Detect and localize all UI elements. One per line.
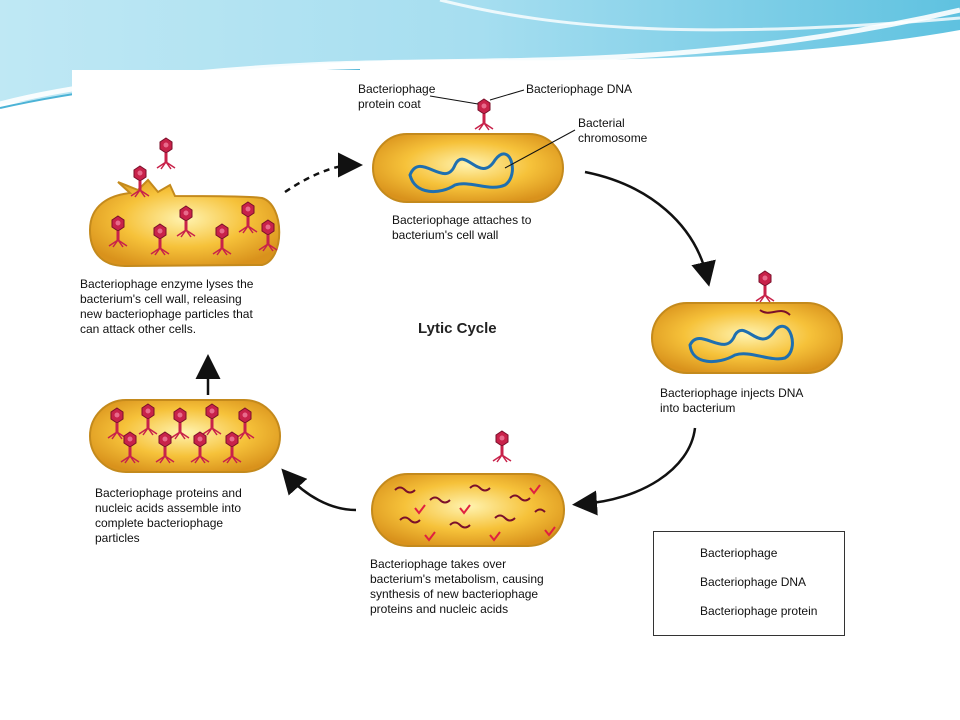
- diagram-title: Lytic Cycle: [418, 320, 497, 337]
- arrow-takeover-to-assemble: [281, 468, 357, 512]
- legend: [653, 531, 845, 636]
- cell-assemble: [89, 399, 281, 473]
- cell-takeover: [371, 430, 565, 547]
- label-step-lyse: Bacteriophage enzyme lyses the bacterium…: [80, 277, 254, 336]
- label-protein-coat: Bacteriophage protein coat: [358, 82, 436, 111]
- legend-label-dna: Bacteriophage DNA: [700, 575, 807, 589]
- label-step-assemble: Bacteriophage proteins and nucleic acids…: [95, 486, 242, 545]
- cell-inject: [651, 270, 843, 374]
- label-step-attach: Bacteriophage attaches to bacterium's ce…: [392, 213, 532, 242]
- label-phage-dna: Bacteriophage DNA: [526, 82, 633, 96]
- legend-label-phage: Bacteriophage: [700, 546, 778, 560]
- arrow-inject-to-takeover: [572, 427, 697, 516]
- label-step-takeover: Bacteriophage takes over bacterium's met…: [370, 557, 544, 616]
- label-chromosome: Bacterial chromosome: [578, 116, 648, 145]
- label-step-inject: Bacteriophage injects DNA into bacterium: [660, 386, 804, 415]
- legend-label-protein: Bacteriophage protein: [700, 604, 818, 618]
- arrow-release-to-attach: [284, 152, 363, 194]
- cell-lyse: [88, 137, 281, 268]
- arrow-attach-to-inject: [584, 170, 716, 287]
- cell-attach: [372, 98, 564, 203]
